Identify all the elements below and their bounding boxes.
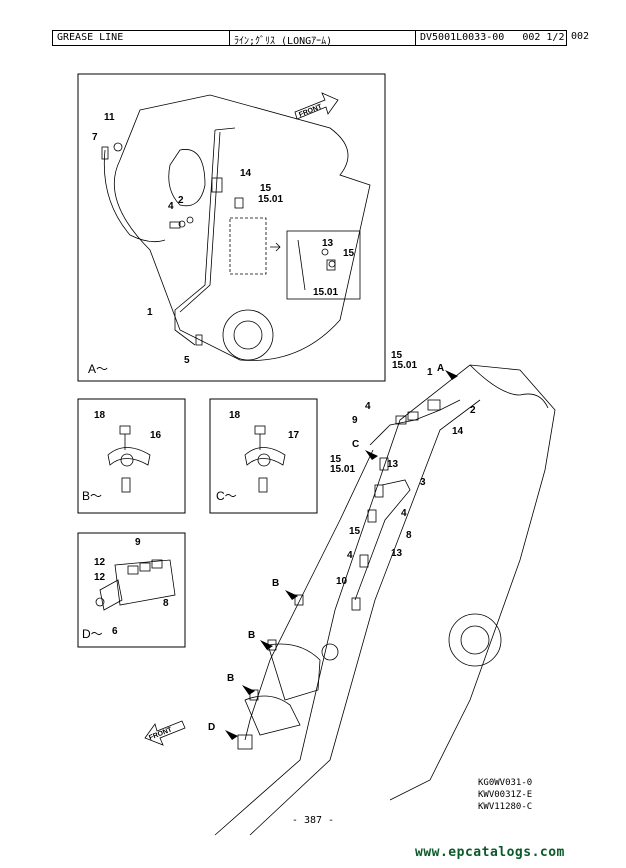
grease-pipe-a — [174, 129, 216, 346]
callout-main-8: 14 — [452, 426, 464, 437]
front-arrow-main — [144, 720, 186, 746]
view-b-label: B～ — [82, 489, 102, 503]
main-arm-pin — [448, 613, 502, 667]
view-d-arrow — [225, 730, 238, 740]
callout-a-9: 13 — [322, 238, 334, 249]
callout-main-4: 2 — [470, 405, 476, 416]
callout-main-7: C — [352, 439, 359, 450]
callout-main-22: D — [208, 722, 215, 733]
header-title: GREASE LINE — [52, 30, 229, 46]
view-a-frame — [77, 73, 386, 382]
callout-main-18: 10 — [336, 576, 348, 587]
callout-a-10: 15 — [343, 248, 355, 259]
callout-c-0: 18 — [229, 410, 241, 421]
code-1: KG0WV031-0 — [478, 778, 533, 788]
callout-a-8: 15.01 — [258, 194, 283, 205]
drawing-codes: KG0WV031-0 KWV0031Z-E KWV11280-C — [478, 777, 532, 813]
callout-main-14: 8 — [406, 530, 412, 541]
view-a-arrow — [445, 370, 458, 380]
callout-d-4: 6 — [112, 626, 118, 637]
watermark: www.epcatalogs.com — [415, 845, 565, 860]
detail-inset-a — [286, 230, 361, 300]
main-arm-outline — [214, 364, 556, 836]
callout-main-12: 3 — [420, 477, 426, 488]
callout-main-5: 4 — [365, 401, 371, 412]
callout-a-5: 5 — [184, 355, 190, 366]
page-number: - 387 - — [291, 815, 335, 826]
callout-main-19: B — [272, 578, 279, 589]
callout-a-11: 15.01 — [313, 287, 338, 298]
code-3: KWV11280-C — [478, 802, 533, 812]
view-c-arrow — [365, 450, 378, 460]
arm-outline-a — [113, 94, 371, 361]
callout-a-4: 1 — [147, 307, 153, 318]
callout-main-11: 13 — [387, 459, 399, 470]
header-doc: DV5001L0033-00 002 1/2 — [415, 30, 567, 46]
header-subtitle: ﾗｲﾝ;ｸﾞﾘｽ (LONGｱｰﾑ) — [229, 30, 415, 46]
callout-c-1: 17 — [288, 430, 300, 441]
view-b-arrow-3 — [242, 685, 255, 695]
view-d-frame — [77, 532, 186, 648]
callout-a-2: 2 — [178, 195, 184, 206]
callout-labels: 1172415141515.01131515.01181618179121286… — [92, 112, 476, 733]
arm-boss-a — [168, 149, 206, 207]
doc-number: DV5001L0033-00 — [420, 32, 505, 43]
callout-a-6: 14 — [240, 168, 252, 179]
callout-b-0: 18 — [94, 410, 106, 421]
header-section: 002 — [571, 31, 590, 42]
main-grease-pipe-2 — [354, 479, 411, 601]
view-d-label: D～ — [82, 627, 103, 641]
callout-main-20: B — [248, 630, 255, 641]
code-2: KWV0031Z-E — [478, 790, 533, 800]
callout-d-1: 12 — [94, 557, 106, 568]
page-ref: 002 1/2 — [522, 32, 565, 43]
callout-a-3: 4 — [168, 201, 174, 212]
callout-main-16: 4 — [347, 550, 353, 561]
view-c-label: C～ — [216, 489, 237, 503]
callout-main-2: 1 — [427, 367, 433, 378]
callout-d-3: 8 — [163, 598, 169, 609]
view-b-arrow-1 — [285, 590, 298, 600]
callout-d-2: 12 — [94, 572, 106, 583]
callout-main-0: 15 — [391, 350, 403, 361]
callout-main-6: 9 — [352, 415, 358, 426]
view-b-arrow-2 — [260, 640, 273, 650]
callout-main-17: 13 — [391, 548, 403, 559]
callout-main-9: 15 — [330, 454, 342, 465]
callout-main-21: B — [227, 673, 234, 684]
arm-pin-a — [222, 309, 274, 361]
view-a-label: A～ — [88, 362, 108, 376]
header-bar: GREASE LINE ﾗｲﾝ;ｸﾞﾘｽ (LONGｱｰﾑ) DV5001L00… — [52, 30, 612, 46]
callout-main-13: 4 — [401, 508, 407, 519]
callout-main-15: 15 — [349, 526, 361, 537]
callout-b-1: 16 — [150, 430, 162, 441]
callout-a-7: 15 — [260, 183, 272, 194]
callout-main-1: 15.01 — [392, 360, 417, 371]
view-b-frame — [77, 398, 186, 514]
view-c-frame — [209, 398, 318, 514]
front-arrow-a — [294, 92, 339, 120]
callout-main-10: 15.01 — [330, 464, 355, 475]
callout-main-3: A — [437, 363, 444, 374]
main-grease-pipe-1 — [369, 399, 461, 446]
callout-a-1: 7 — [92, 132, 98, 143]
callout-d-0: 9 — [135, 537, 141, 548]
callout-a-0: 11 — [104, 112, 115, 123]
